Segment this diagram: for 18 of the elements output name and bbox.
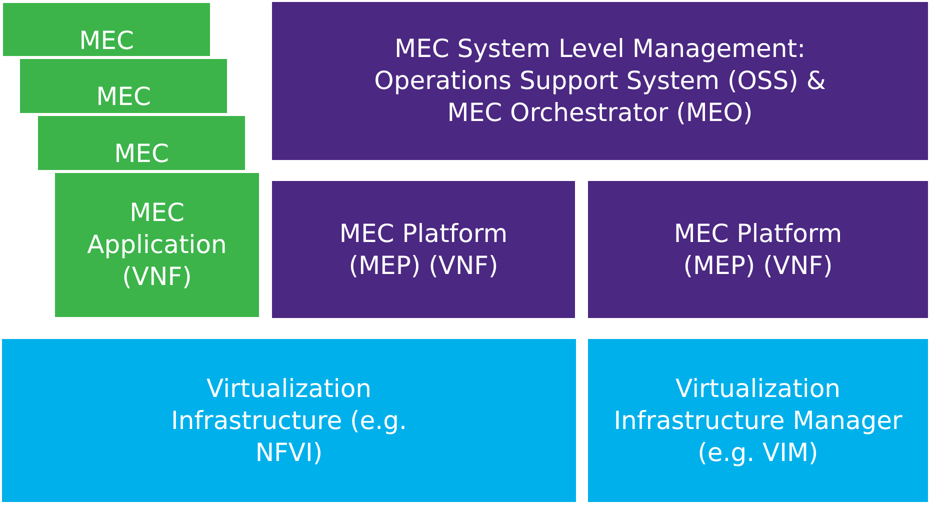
platform-block	[588, 181, 928, 318]
block-label: MEC	[96, 81, 151, 113]
block-label: MEC Platform (MEP) (VNF)	[672, 218, 844, 282]
management-block	[272, 2, 928, 160]
infrastructure-block	[2, 339, 576, 502]
block-label: MEC	[114, 138, 169, 170]
stacked-card	[0, 0, 210, 56]
stacked-card	[35, 113, 245, 170]
block-label: MEC	[79, 25, 134, 57]
stacked-card	[17, 56, 227, 113]
block-label: Virtualization Infrastructure Manager (e.g. VIM)	[612, 372, 904, 468]
application-card	[52, 170, 262, 320]
infrastructure-block	[588, 339, 928, 502]
platform-block	[272, 181, 575, 318]
block-label: MEC System Level Management: Operations Support System (OSS) & MEC Orchestrator (MEO)	[373, 33, 827, 129]
block-label: Virtualization Infrastructure (e.g. NFVI)	[170, 372, 408, 468]
block-label: MEC Platform (MEP) (VNF)	[338, 218, 509, 282]
block-label: MEC Application (VNF)	[86, 197, 228, 293]
